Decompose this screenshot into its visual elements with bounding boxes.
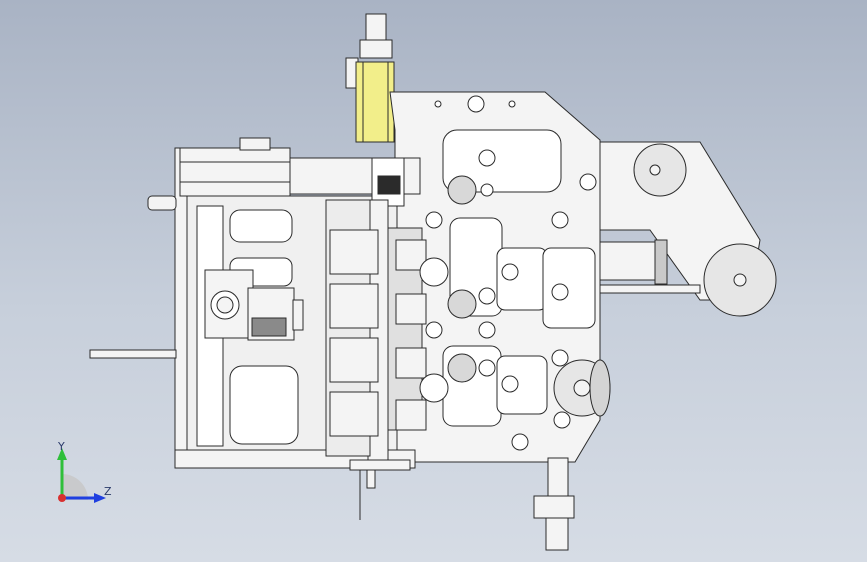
z-axis-arrow-icon bbox=[94, 493, 106, 503]
left-rod[interactable] bbox=[89, 195, 177, 359]
plate-slot-mid bbox=[496, 247, 548, 311]
plate-slot-right bbox=[542, 247, 596, 329]
right-arm[interactable] bbox=[599, 141, 777, 317]
top-cylinder[interactable] bbox=[345, 13, 395, 143]
clamp-block[interactable] bbox=[204, 269, 304, 341]
z-axis-label: Z bbox=[104, 485, 112, 498]
top-slide-cylinder[interactable] bbox=[179, 137, 421, 207]
x-axis-dot bbox=[58, 494, 66, 502]
lower-right-wheel[interactable] bbox=[553, 359, 611, 417]
coordinate-triad: Y Z bbox=[57, 440, 112, 503]
triad-sector bbox=[62, 474, 88, 500]
plate-slot-top bbox=[442, 129, 562, 193]
fastener-holes bbox=[419, 95, 597, 451]
slider-modules[interactable] bbox=[329, 229, 427, 437]
bottom-right-post[interactable] bbox=[533, 457, 575, 551]
bottom-probe[interactable] bbox=[349, 459, 411, 520]
plate-slot-bottom-mid bbox=[496, 355, 548, 415]
y-axis-label: Y bbox=[57, 440, 65, 453]
y-axis-arrow-icon bbox=[57, 448, 67, 460]
